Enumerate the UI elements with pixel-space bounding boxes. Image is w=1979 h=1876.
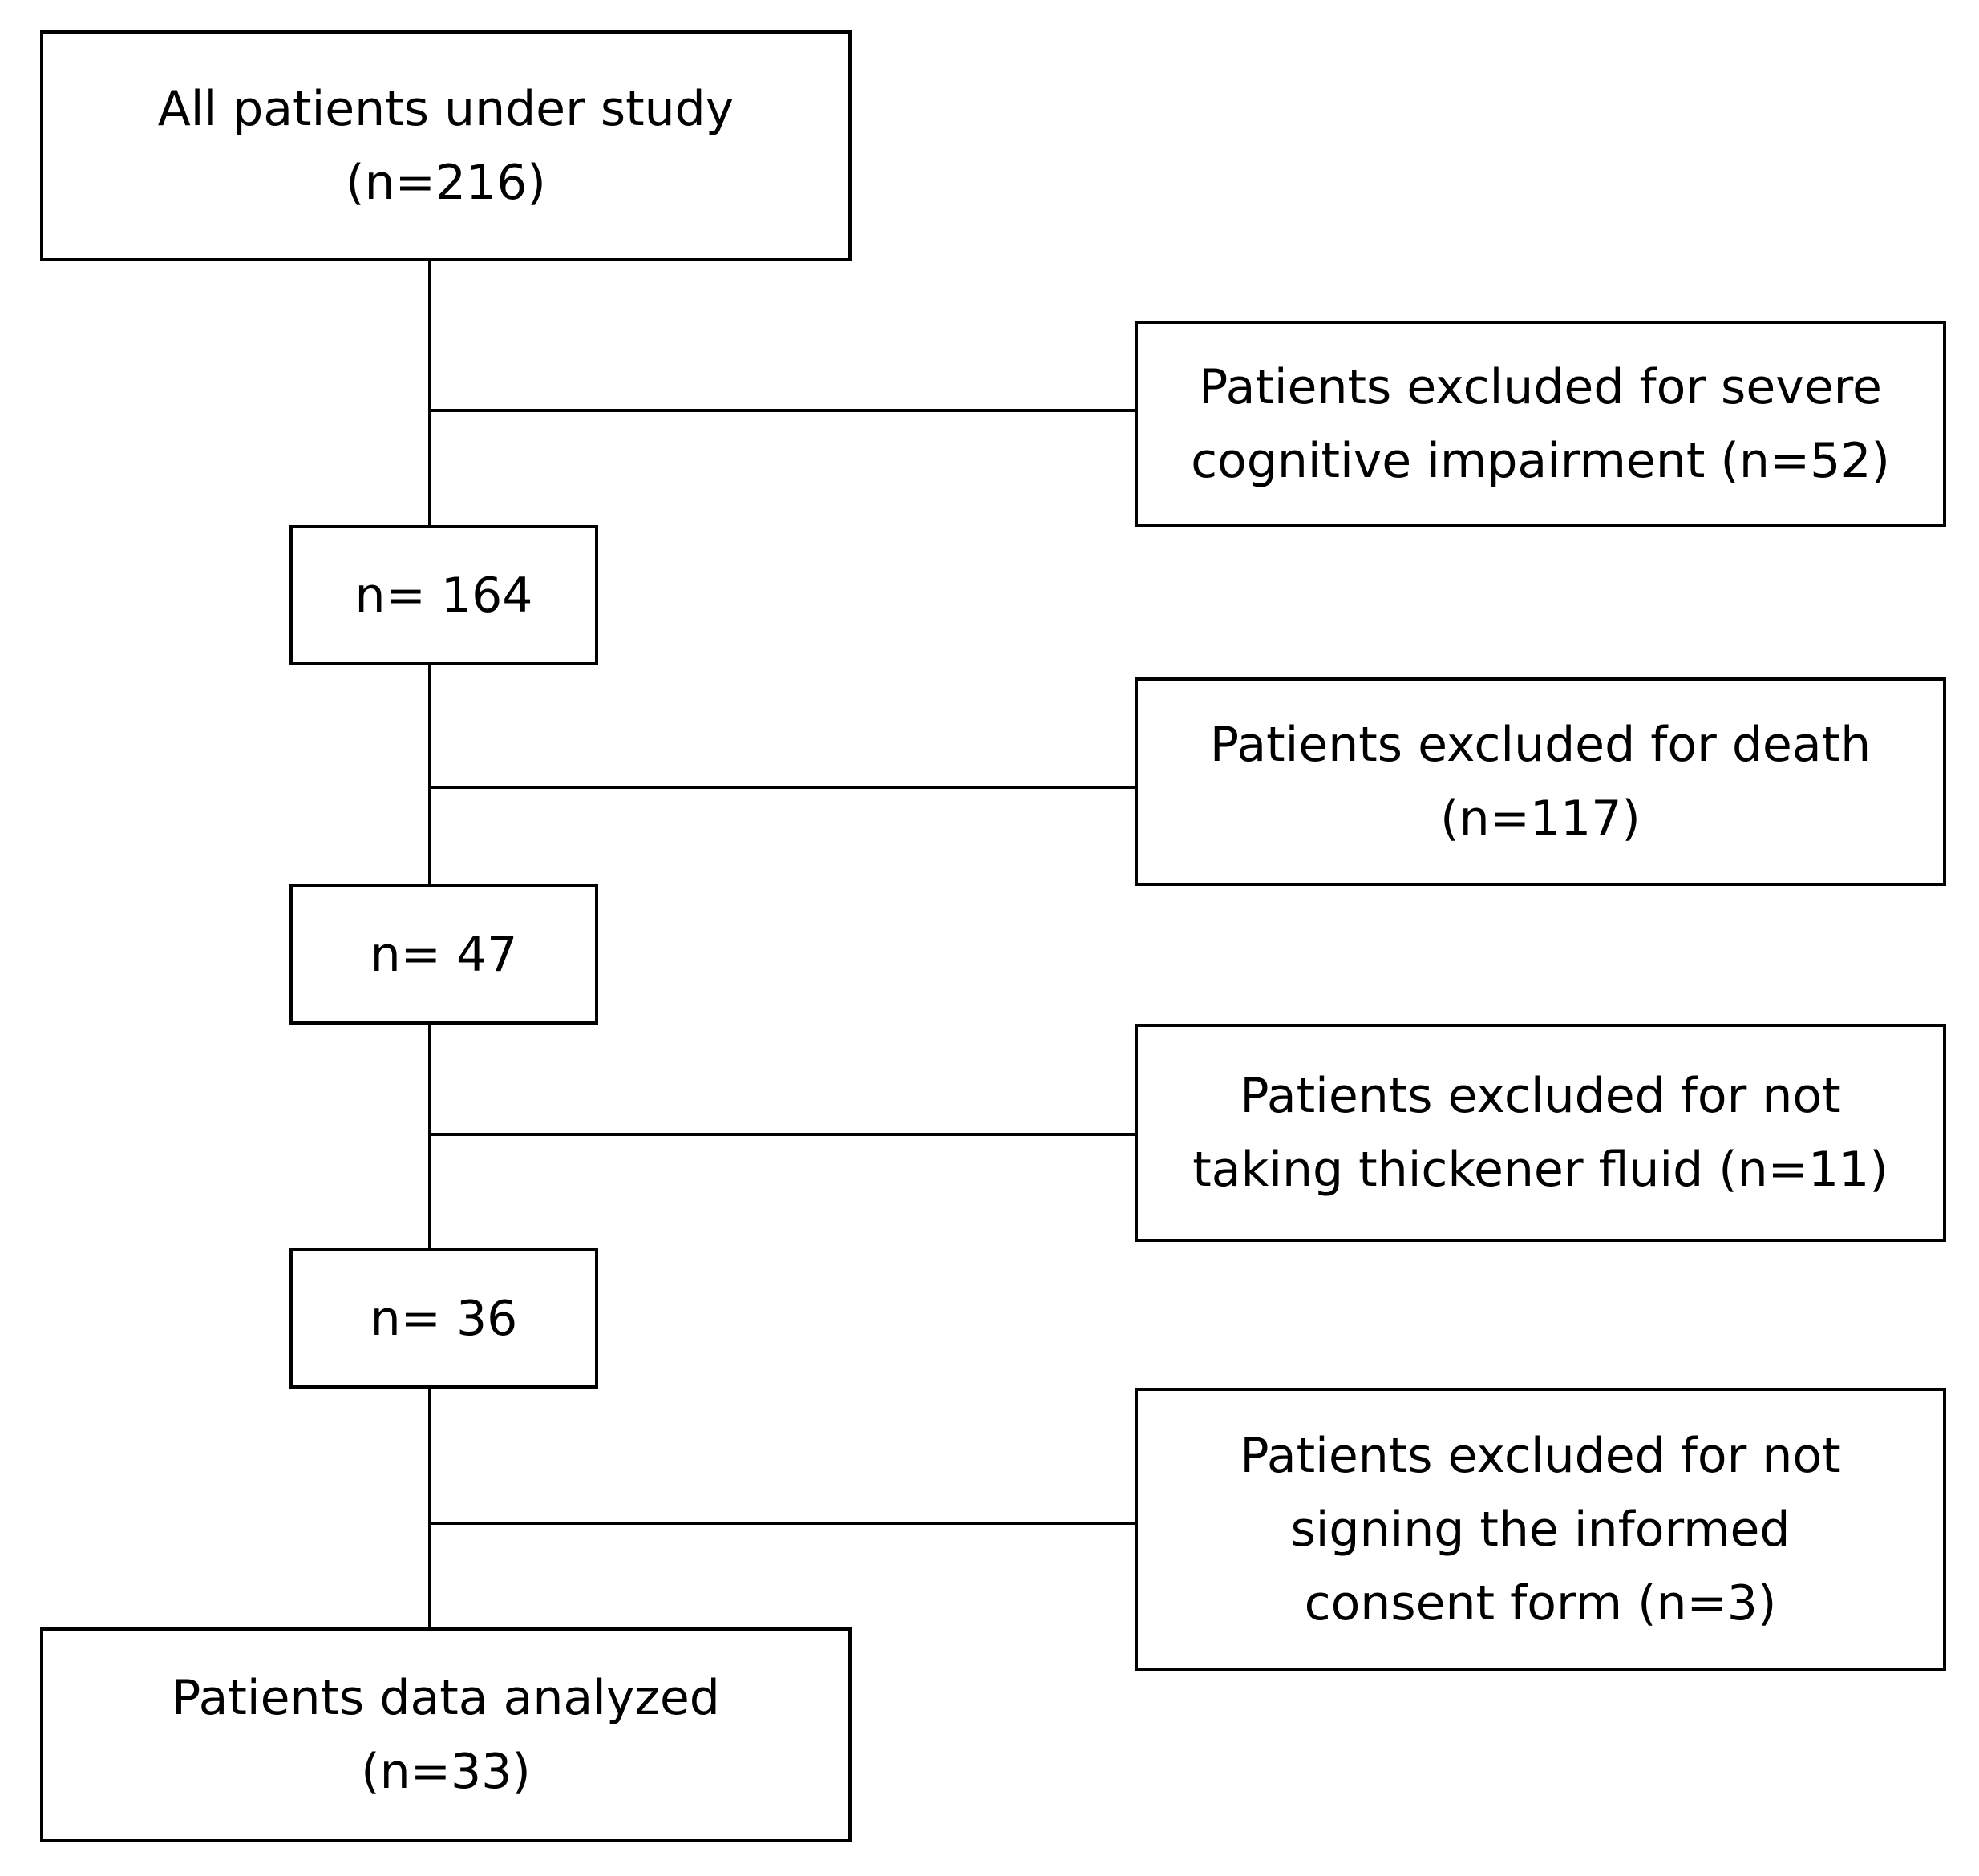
box-line: signing the informed (1290, 1501, 1791, 1558)
exclusion-box-cognitive: Patients excluded for severe cognitive i… (1135, 321, 1946, 527)
box-line: Patients excluded for severe (1199, 358, 1882, 415)
box-line: n= 47 (370, 926, 518, 983)
box-line: Patients excluded for death (1209, 717, 1872, 773)
box-line: cognitive impairment (n=52) (1191, 432, 1890, 489)
box-line: Patients data analyzed (172, 1670, 720, 1726)
exclusion-box-thickener: Patients excluded for not taking thicken… (1135, 1024, 1946, 1242)
box-line: n= 36 (370, 1290, 518, 1347)
box-line: (n=216) (346, 155, 546, 211)
exclusion-box-death: Patients excluded for death (n=117) (1135, 677, 1946, 886)
box-line: n= 164 (354, 567, 533, 624)
box-line: All patients under study (157, 81, 735, 137)
box-line: taking thickener fluid (n=11) (1192, 1142, 1888, 1198)
all-patients-box: All patients under study (n=216) (40, 30, 852, 261)
box-line: (n=33) (361, 1744, 531, 1800)
count-box-36: n= 36 (289, 1248, 598, 1389)
exclusion-box-consent: Patients excluded for not signing the in… (1135, 1388, 1946, 1671)
box-line: Patients excluded for not (1240, 1427, 1841, 1484)
count-box-164: n= 164 (289, 525, 598, 665)
box-line: Patients excluded for not (1240, 1068, 1841, 1124)
count-box-47: n= 47 (289, 884, 598, 1025)
box-line: consent form (n=3) (1304, 1575, 1777, 1631)
analyzed-box: Patients data analyzed (n=33) (40, 1627, 852, 1842)
box-line: (n=117) (1440, 790, 1641, 847)
